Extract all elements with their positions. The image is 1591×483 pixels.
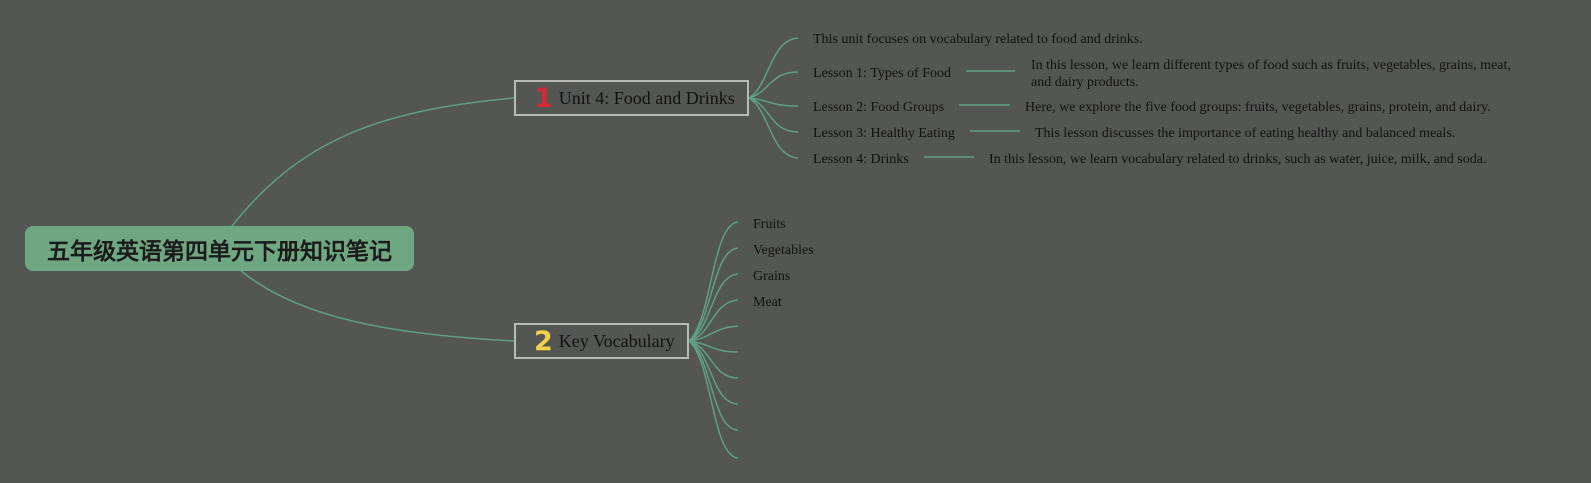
lesson-3-detail[interactable]: This lesson discusses the importance of … (1035, 126, 1456, 141)
vocab-item-connector (688, 340, 739, 405)
root-title: 五年级英语第四单元下册知识笔记 (47, 238, 392, 265)
lesson-2-title[interactable]: Lesson 2: Food Groups (813, 100, 945, 115)
vocab-item-connector (688, 273, 739, 342)
vocab-item-connector (688, 340, 739, 431)
branch-key-vocabulary[interactable]: 2 Key Vocabulary (514, 323, 689, 359)
vocab-item-connector (688, 247, 739, 342)
vocab-item-connector (688, 221, 739, 342)
branch-1-marker: 1 (534, 82, 553, 114)
lesson-1-detail[interactable]: In this lesson, we learn different types… (1031, 58, 1511, 90)
vocab-item-connector (688, 340, 739, 459)
lesson-2-connector (748, 97, 799, 107)
vocab-item-connector (688, 299, 739, 342)
vocab-item-meat[interactable]: Meat (753, 295, 782, 310)
branch-2-title: Key Vocabulary (558, 330, 675, 351)
vocab-item-connector (688, 340, 739, 379)
root-to-branch-1-connector (231, 97, 515, 227)
root-to-branch-2-connector (239, 269, 515, 342)
branch-unit-4[interactable]: 1 Unit 4: Food and Drinks (514, 80, 749, 116)
lesson-3-connector (748, 97, 799, 133)
lesson-4-title[interactable]: Lesson 4: Drinks (813, 152, 909, 167)
lesson-1-title[interactable]: Lesson 1: Types of Food (813, 66, 951, 81)
branch-2-marker: 2 (534, 325, 553, 357)
branch-1-title: Unit 4: Food and Drinks (558, 87, 735, 108)
vocab-item-vegetables[interactable]: Vegetables (753, 243, 814, 258)
lesson-4-connector (748, 97, 799, 159)
lesson-2-detail[interactable]: Here, we explore the five food groups: f… (1025, 100, 1491, 115)
vocab-item-connector (688, 325, 739, 342)
lesson-1-connector (748, 71, 799, 99)
lesson-3-title[interactable]: Lesson 3: Healthy Eating (813, 126, 955, 141)
vocab-item-fruits[interactable]: Fruits (753, 217, 786, 232)
unit-intro[interactable]: This unit focuses on vocabulary related … (813, 32, 1143, 47)
branch-1-intro-connector (748, 37, 799, 99)
vocab-item-connector (688, 340, 739, 353)
lesson-4-detail[interactable]: In this lesson, we learn vocabulary rela… (989, 152, 1487, 167)
vocab-item-grains[interactable]: Grains (753, 269, 791, 284)
root-topic[interactable]: 五年级英语第四单元下册知识笔记 (25, 226, 414, 271)
